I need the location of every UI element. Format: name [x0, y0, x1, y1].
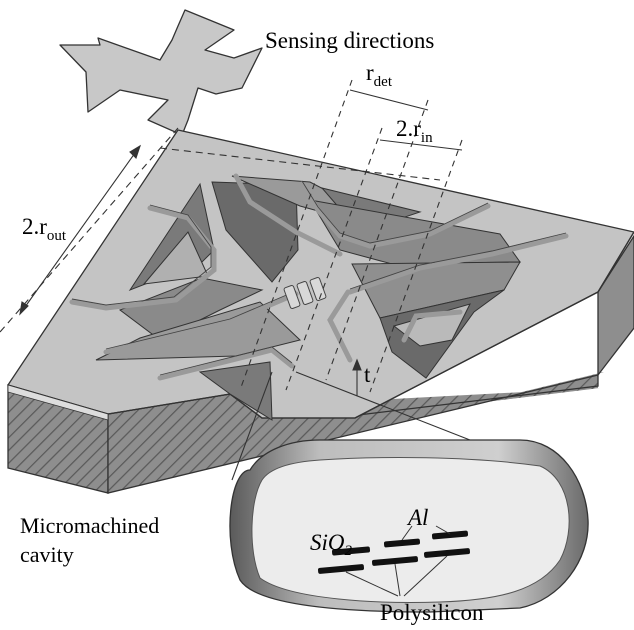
label-sio2: SiO2	[310, 530, 353, 559]
label-2r-in: 2.rin	[396, 116, 433, 146]
label-t: t	[364, 362, 371, 387]
four-arrow-cross-icon	[59, 9, 263, 136]
label-r-det: rdet	[366, 60, 393, 90]
dimension-lines	[0, 79, 463, 396]
label-2r-out: 2.rout	[22, 214, 67, 244]
label-al: Al	[406, 505, 428, 530]
label-cavity: cavity	[20, 542, 74, 567]
strain-gauge	[283, 277, 327, 309]
chip-body	[7, 129, 634, 494]
label-sensing-directions: Sensing directions	[265, 28, 434, 53]
label-micromachined: Micromachined	[20, 513, 159, 538]
label-polysilicon: Polysilicon	[380, 600, 484, 625]
cross-section-capsule	[229, 439, 589, 613]
